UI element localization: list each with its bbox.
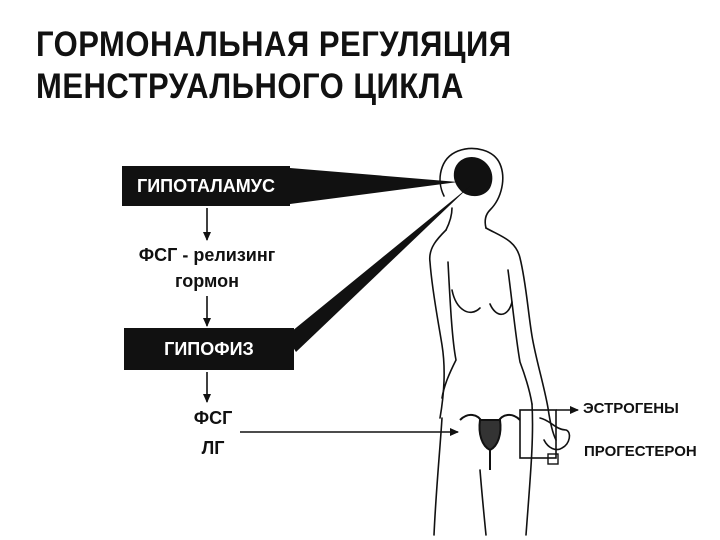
right-leg-outline bbox=[525, 403, 534, 536]
female-body-outline bbox=[428, 147, 571, 536]
hypothalamus-projection bbox=[290, 168, 458, 204]
pituitary-box: ГИПОФИЗ bbox=[124, 328, 294, 370]
breast-right-outline bbox=[489, 301, 513, 316]
uterus-icon bbox=[459, 414, 521, 470]
neck-outline bbox=[445, 207, 453, 231]
lg-label: ЛГ bbox=[201, 438, 225, 458]
fsg-releasing-hormone-label-line-2: гормон bbox=[175, 271, 239, 291]
ovary-small-marker bbox=[547, 453, 559, 465]
diagram-title-line-2: МЕНСТРУАЛЬНОГО ЦИКЛА bbox=[36, 66, 464, 107]
torso-right-outline bbox=[507, 269, 533, 405]
brain-shape bbox=[453, 156, 493, 197]
right-arm-outline bbox=[485, 227, 557, 441]
estrogens-label: ЭСТРОГЕНЫ bbox=[583, 400, 679, 417]
left-arm-outline bbox=[428, 229, 447, 419]
fsg-releasing-hormone-label-line-1: ФСГ - релизинг bbox=[138, 245, 276, 265]
fsg-label: ФСГ bbox=[193, 408, 233, 428]
breast-left-outline bbox=[451, 289, 481, 314]
left-leg-outline bbox=[433, 417, 443, 536]
diagram-title-line-1: ГОРМОНАЛЬНАЯ РЕГУЛЯЦИЯ bbox=[36, 24, 512, 65]
hand-outline bbox=[539, 417, 571, 451]
pituitary-projection bbox=[286, 186, 470, 352]
head-outline bbox=[439, 147, 504, 229]
torso-left-outline bbox=[441, 261, 457, 399]
progesterone-label: ПРОГЕСТЕРОН bbox=[584, 443, 697, 460]
hypothalamus-box: ГИПОТАЛАМУС bbox=[122, 166, 290, 206]
ovary-output-box bbox=[519, 409, 557, 459]
inner-legs-outline bbox=[479, 469, 487, 536]
